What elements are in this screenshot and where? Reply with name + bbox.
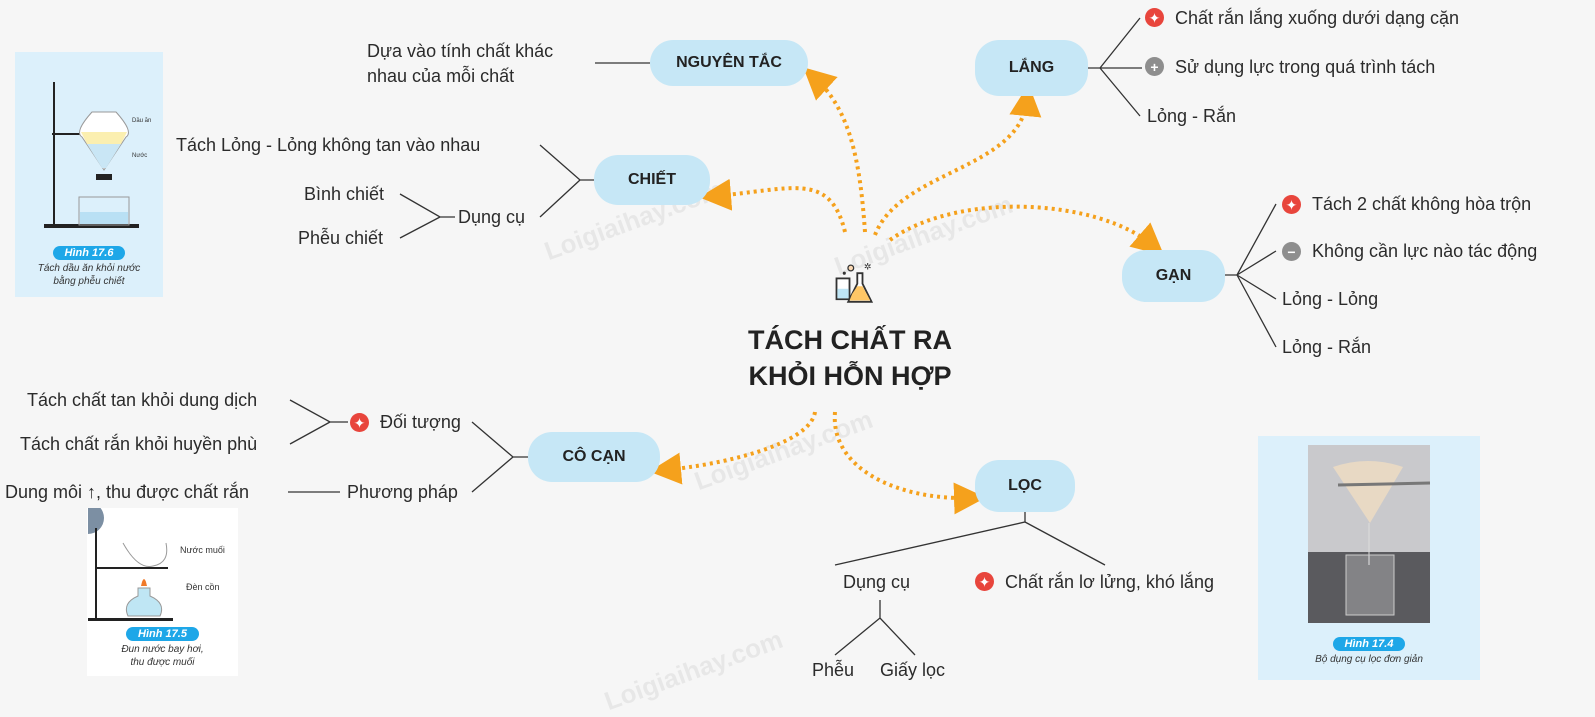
arrow-loc	[832, 411, 986, 515]
co-can-target-item: Tách chất tan khỏi dung dịch	[27, 390, 258, 410]
figure-caption: Đun nước bay hơi, thu được muối	[121, 643, 203, 669]
node-gan[interactable]: GẠN	[1122, 250, 1225, 302]
co-can-target: Đối tượng	[380, 412, 461, 432]
figure-caption-label: Hình 17.5	[126, 627, 199, 641]
central-topic-line2: KHỎI HỖN HỢP	[748, 361, 952, 391]
figure-caption-label: Hình 17.6	[52, 246, 126, 260]
chiet-item: Tách Lỏng - Lỏng không tan vào nhau	[176, 135, 481, 155]
figure-17-6: Dầu ăn Nước Hình 17.6 Tách dầu ăn khỏi nư…	[15, 52, 163, 297]
figure-caption: Tách dầu ăn khỏi nước bằng phễu chiết	[38, 262, 140, 288]
pin-icon: ✦	[1282, 195, 1301, 214]
chemistry-flask-icon: ✲	[830, 255, 882, 307]
node-loc[interactable]: LỌC	[975, 460, 1075, 512]
loc-tool-item: Phễu	[812, 660, 855, 680]
pin-icon: ✦	[350, 413, 369, 432]
minus-icon: −	[1282, 242, 1301, 261]
lang-item: Chất rắn lắng xuống dưới dạng cặn	[1175, 8, 1460, 28]
svg-text:Đèn cồn: Đèn cồn	[186, 582, 220, 592]
lang-item: Sử dụng lực trong quá trình tách	[1175, 57, 1436, 77]
figure-caption: Bộ dụng cụ lọc đơn giản	[1315, 654, 1423, 665]
caption-line: Đun nước bay hơi,	[121, 644, 204, 655]
caption-line: Tách dầu ăn khỏi nước	[37, 263, 141, 274]
arrow-chiet	[699, 178, 847, 233]
co-can-method: Phương pháp	[347, 482, 458, 502]
node-co-can[interactable]: CÔ CẠN	[528, 432, 660, 482]
lang-item: Lỏng - Rắn	[1147, 106, 1237, 126]
arrow-gan	[888, 204, 1165, 256]
plus-icon: +	[1145, 57, 1164, 76]
loc-tool-item: Giấy lọc	[880, 660, 946, 680]
co-can-target-item: Tách chất rắn khỏi huyền phù	[20, 434, 258, 454]
chiet-tools: Dụng cụ	[458, 207, 526, 227]
central-topic[interactable]: TÁCH CHẤT RA KHỎI HỖN HỢP	[720, 322, 980, 394]
loc-item: Chất rắn lơ lửng, khó lắng	[1005, 572, 1214, 592]
pin-icon: ✦	[975, 572, 994, 591]
loc-tools: Dụng cụ	[843, 572, 911, 592]
caption-line: thu được muối	[130, 657, 195, 668]
svg-text:✲: ✲	[864, 261, 872, 271]
gan-item: Tách 2 chất không hòa trộn	[1312, 194, 1532, 214]
chiet-tool-item: Phễu chiết	[298, 228, 384, 248]
gan-item: Không cần lực nào tác động	[1312, 241, 1538, 261]
node-lang[interactable]: LẮNG	[975, 40, 1088, 96]
co-can-method-item: Dung môi ↑, thu được chất rắn	[5, 482, 249, 502]
pin-icon: ✦	[1145, 8, 1164, 27]
connector-lines	[288, 17, 1277, 656]
nguyen-tac-desc: nhau của mỗi chất	[367, 66, 515, 86]
node-chiet[interactable]: CHIẾT	[594, 155, 710, 205]
gan-item: Lỏng - Lỏng	[1282, 289, 1379, 309]
gan-item: Lỏng - Rắn	[1282, 337, 1372, 357]
svg-text:Nước: Nước	[132, 153, 147, 159]
arrow-lang	[873, 84, 1042, 236]
separatory-funnel-illustration: Dầu ăn Nước	[44, 82, 151, 228]
svg-text:Nước muối: Nước muối	[180, 545, 225, 555]
chiet-tool-item: Bình chiết	[304, 184, 385, 204]
figure-17-4: Hình 17.4 Bộ dụng cụ lọc đơn giản	[1258, 436, 1480, 680]
central-topic-line1: TÁCH CHẤT RA	[748, 325, 952, 355]
arrow-co-can	[649, 411, 817, 485]
nguyen-tac-desc: Dựa vào tính chất khác	[367, 41, 554, 61]
figure-caption-label: Hình 17.4	[1332, 637, 1406, 651]
svg-text:Dầu ăn: Dầu ăn	[132, 118, 151, 124]
caption-line: bằng phễu chiết	[53, 276, 125, 287]
node-nguyen-tac[interactable]: NGUYÊN TẮC	[650, 40, 808, 86]
filter-photo	[1308, 445, 1431, 623]
arrow-nguyen-tac	[803, 67, 867, 233]
